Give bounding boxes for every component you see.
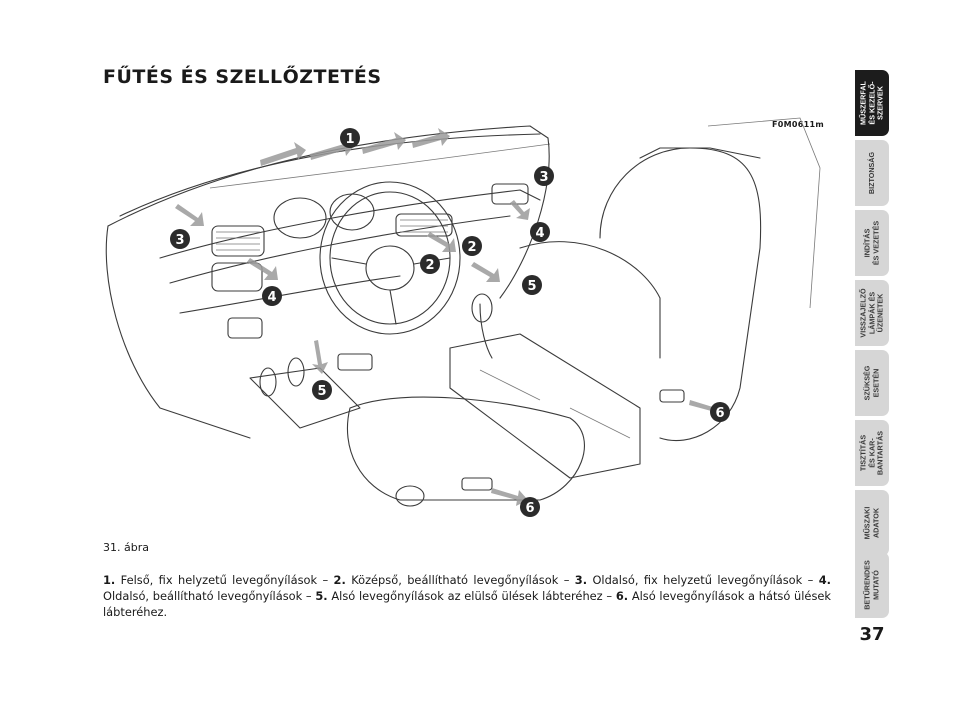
tab-label: BIZTONSÁG [866, 151, 876, 195]
figure-legend: 1. Felső, fix helyzetű levegőnyílások – … [103, 572, 831, 620]
tab-warning-lights[interactable]: VISSZAJELZŐ LÁMPÁK ÉS ÜZENETEK [855, 280, 889, 346]
marker-2a: 2 [462, 236, 482, 256]
svg-text:1: 1 [345, 132, 354, 147]
svg-text:4: 4 [535, 226, 544, 241]
svg-text:6: 6 [715, 406, 724, 421]
tab-label: TISZTÍTÁS ÉS KAR- BANTARTÁS [858, 430, 885, 476]
tab-label: MŰSZAKI ADATOK [862, 506, 881, 540]
car-interior-illustration: 1 2 2 3 3 4 4 5 5 6 6 [105, 117, 821, 517]
page-title: FŰTÉS ÉS SZELLŐZTETÉS [103, 66, 382, 88]
tab-label: BETŰRENDES MUTATÓ [862, 560, 881, 610]
legend-num: 4. [818, 573, 831, 587]
tab-emergency[interactable]: SZÜKSÉG ESETÉN [855, 350, 889, 416]
svg-text:4: 4 [267, 290, 276, 305]
legend-num: 5. [315, 589, 328, 603]
legend-text: Oldalsó, beállítható levegőnyílások – [103, 589, 316, 603]
legend-num: 2. [333, 573, 346, 587]
legend-text: Alsó levegőnyílások az elülső ülések láb… [327, 589, 616, 603]
legend-num: 1. [103, 573, 116, 587]
marker-4a: 4 [530, 222, 550, 242]
tab-index[interactable]: BETŰRENDES MUTATÓ [855, 552, 889, 618]
figure-caption: 31. ábra [103, 541, 149, 554]
marker-4b: 4 [262, 286, 282, 306]
tab-label: MŰSZERFAL ÉS KEZELŐ- SZERVEK [858, 81, 885, 125]
tab-label: INDÍTÁS ÉS VEZETÉS [862, 220, 881, 266]
marker-6a: 6 [710, 402, 730, 422]
tab-label: VISSZAJELZŐ LÁMPÁK ÉS ÜZENETEK [858, 288, 885, 338]
marker-2b: 2 [420, 254, 440, 274]
legend-text: Oldalsó, fix helyzetű levegőnyílások – [587, 573, 819, 587]
legend-text: Alsó levegőnyílások a hátsó ülések lábte… [103, 589, 831, 619]
airflow-arrows [175, 128, 726, 506]
page-number: 37 [859, 624, 885, 645]
svg-text:5: 5 [527, 279, 536, 294]
tab-technical-data[interactable]: MŰSZAKI ADATOK [855, 490, 889, 556]
marker-3a: 3 [534, 166, 554, 186]
tab-instrument-panel[interactable]: MŰSZERFAL ÉS KEZELŐ- SZERVEK [855, 70, 889, 136]
svg-text:6: 6 [525, 501, 534, 516]
figure-code: F0M0611m [772, 120, 824, 129]
svg-text:2: 2 [425, 258, 434, 273]
legend-num: 6. [615, 589, 629, 603]
marker-5a: 5 [522, 275, 542, 295]
marker-5b: 5 [312, 380, 332, 400]
svg-text:3: 3 [175, 233, 184, 248]
svg-text:3: 3 [539, 170, 548, 185]
legend-num: 3. [574, 573, 588, 587]
svg-text:2: 2 [467, 240, 476, 255]
legend-text: Középső, beállítható levegőnyílások – [345, 573, 575, 587]
marker-3b: 3 [170, 229, 190, 249]
marker-6b: 6 [520, 497, 540, 517]
tab-starting-driving[interactable]: INDÍTÁS ÉS VEZETÉS [855, 210, 889, 276]
legend-text: Felső, fix helyzetű levegőnyílások – [115, 573, 334, 587]
tab-maintenance[interactable]: TISZTÍTÁS ÉS KAR- BANTARTÁS [855, 420, 889, 486]
marker-1: 1 [340, 128, 360, 148]
svg-text:5: 5 [317, 384, 326, 399]
tab-label: SZÜKSÉG ESETÉN [862, 365, 881, 401]
tab-safety[interactable]: BIZTONSÁG [855, 140, 889, 206]
